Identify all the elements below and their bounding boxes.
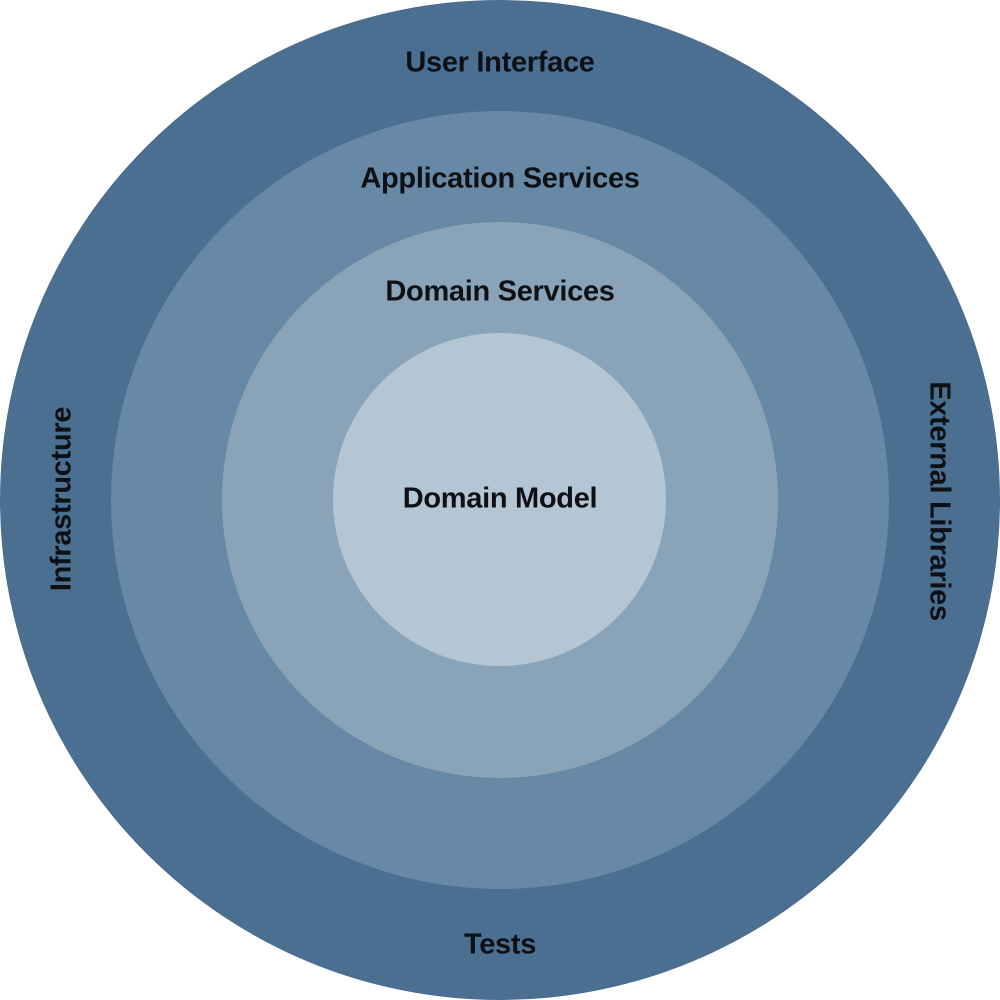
external-libraries-label: External Libraries [923,381,956,621]
domain-model-core [333,333,666,666]
user-interface-label: User Interface [405,46,595,79]
application-services-label: Application Services [360,162,640,195]
domain-services-label: Domain Services [385,275,615,308]
infrastructure-label: Infrastructure [45,406,78,592]
tests-label: Tests [463,928,537,961]
domain-model-label: Domain Model [402,482,598,515]
